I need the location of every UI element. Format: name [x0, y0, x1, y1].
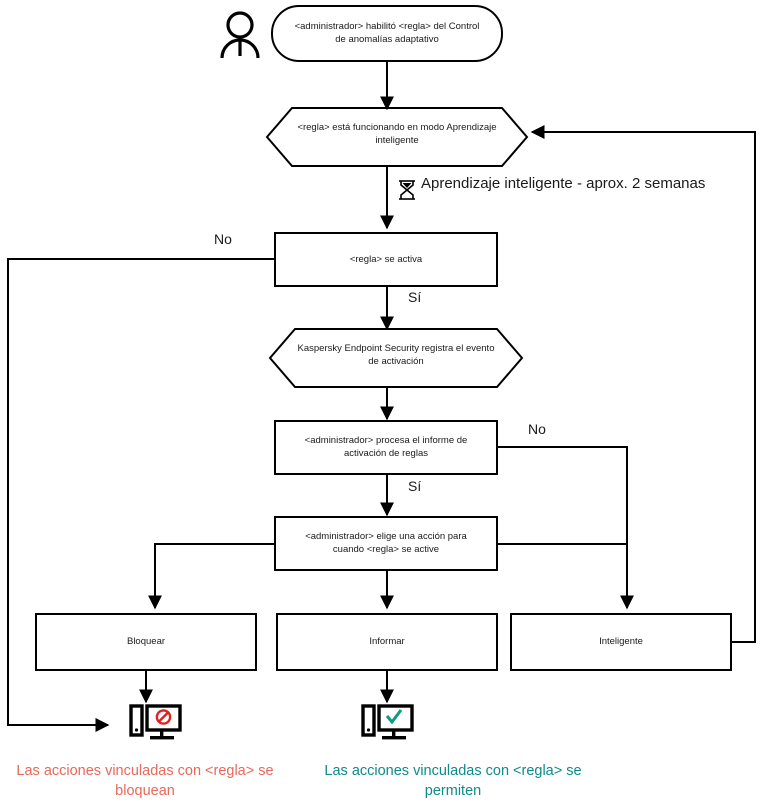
edge-label-si-report: Sí	[408, 478, 422, 494]
hourglass-icon	[399, 180, 415, 200]
edge-trigger-no	[7, 258, 275, 732]
node-event-shape	[268, 328, 524, 388]
node-smart-shape	[510, 613, 732, 671]
outcome-blocked-line2: se bloquean	[115, 763, 274, 799]
monitor-allowed-icon	[361, 704, 414, 740]
edge-choose-to-block	[148, 543, 275, 610]
node-report-shape	[274, 420, 498, 475]
edge-label-no-trigger: No	[214, 231, 232, 247]
edge-label-no-report: No	[528, 421, 546, 437]
outcome-allowed-line1: Las acciones vinculadas con <regla> se	[324, 763, 582, 779]
node-choose-shape	[274, 516, 498, 571]
node-block-shape	[35, 613, 257, 671]
node-inform-shape	[276, 613, 498, 671]
learning-duration-line1: Aprendizaje inteligente - aprox. 2	[421, 175, 641, 192]
learning-duration-line2: semanas	[644, 175, 706, 192]
outcome-allowed-line2: permiten	[424, 783, 482, 799]
outcome-blocked-caption: Las acciones vinculadas con <regla> se b…	[0, 761, 290, 801]
learning-duration-note: Aprendizaje inteligente - aprox. 2 seman…	[421, 174, 721, 194]
edge-smart-loop-back	[530, 125, 756, 643]
node-start-shape	[271, 5, 503, 62]
outcome-allowed-caption: Las acciones vinculadas con <regla> se p…	[303, 761, 603, 801]
monitor-blocked-icon	[129, 704, 182, 740]
user-actor-icon	[220, 11, 260, 59]
edge-label-si-trigger: Sí	[408, 289, 422, 305]
node-trigger-shape	[274, 232, 498, 287]
outcome-blocked-line1: Las acciones vinculadas con <regla>	[16, 763, 255, 779]
edge-report-no	[497, 446, 634, 610]
node-learning-shape	[265, 107, 529, 167]
